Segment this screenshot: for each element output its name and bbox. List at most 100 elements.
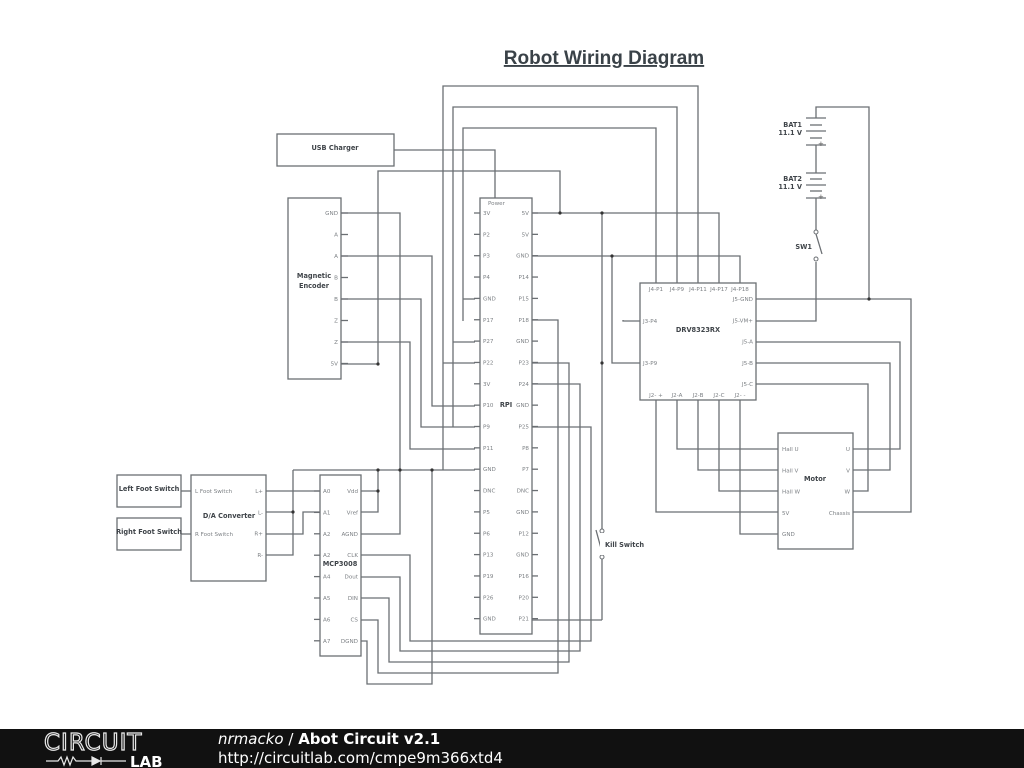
rpi-pin-right: P20 — [519, 595, 530, 601]
wire-dac-rminus — [266, 470, 294, 556]
right-foot-switch-label: Right Foot Switch — [116, 528, 182, 536]
rpi-pin-left: P26 — [483, 595, 494, 601]
mcp-pin-left: A0 — [323, 489, 331, 495]
circuitlab-logo[interactable]: CIRCUIT LAB — [44, 729, 184, 768]
motor-pin-right: W — [844, 490, 850, 496]
rpi-pin-right: P14 — [519, 275, 530, 281]
wire-mcp-clk — [360, 426, 592, 642]
rpi-label: RPI — [500, 401, 512, 409]
rpi-power-label: Power — [488, 201, 506, 207]
motor-pin-left: 5V — [782, 511, 790, 517]
circuit-url[interactable]: http://circuitlab.com/cmpe9m366xtd4 — [218, 749, 503, 767]
wire-gnd-j3p9 — [611, 256, 640, 364]
rpi-pin-left: P17 — [483, 318, 494, 324]
wire-enc-z — [315, 341, 475, 450]
wire-rpi-5v-bus — [532, 212, 720, 287]
battery-bat1[interactable]: + BAT1 11.1 V — [778, 117, 826, 148]
kill-switch[interactable]: Kill Switch — [595, 528, 644, 560]
rpi-pin-left: P11 — [483, 446, 494, 452]
rpi-pin-right: P23 — [519, 360, 530, 366]
wire-j3p4 — [622, 320, 640, 322]
mcp-pin-right: DGND — [341, 639, 358, 645]
encoder-pin: GND — [325, 211, 338, 217]
encoder-pin: B — [334, 297, 338, 303]
rpi-pin-right: P24 — [519, 382, 530, 388]
drv-pin-bottom: J2-C — [712, 393, 724, 399]
rpi-pin-right: 5V — [522, 211, 530, 217]
wire-enc-b — [315, 298, 475, 428]
wire-sw1-vm — [756, 262, 817, 322]
svg-text:+: + — [818, 193, 824, 201]
mcp-pin-left: A2 — [323, 553, 330, 559]
author-link[interactable]: nrmacko — [218, 730, 284, 748]
motor-pin-right: V — [846, 468, 850, 474]
mcp3008[interactable]: MCP3008 A0A1A2A2A4A5A6A7VddVrefAGNDCLKDo… — [314, 474, 362, 657]
wire-usb-power — [394, 149, 496, 198]
footer-info: nrmacko / Abot Circuit v2.1 http://circu… — [218, 730, 503, 768]
rpi-pin-left: P2 — [483, 232, 490, 238]
logo-circuit-text: CIRCUIT — [44, 730, 142, 756]
mcp-pin-left: A1 — [323, 510, 331, 516]
bat2-value: 11.1 V — [778, 183, 803, 191]
right-foot-switch[interactable]: Right Foot Switch — [116, 517, 182, 551]
mcp-pin-right: AGND — [341, 532, 358, 538]
resistor-icon — [46, 755, 92, 767]
rpi-pin-left: 3V — [483, 382, 491, 388]
mcp-pin-right: Dout — [345, 575, 359, 581]
rpi-pin-left: P4 — [483, 275, 490, 281]
rpi-pin-right: P25 — [519, 425, 530, 431]
rpi-pin-left: P22 — [483, 360, 494, 366]
battery-bat2[interactable]: + BAT2 11.1 V — [778, 172, 826, 201]
dac-pin-left: L Foot Switch — [195, 489, 233, 495]
rpi[interactable]: Power RPI 3VP2P3P4GNDP17P27P223VP10P9P11… — [474, 197, 538, 635]
rpi-pin-left: P27 — [483, 339, 494, 345]
usb-charger[interactable]: USB Charger — [276, 133, 395, 167]
mcp-pin-left: A5 — [323, 596, 331, 602]
rpi-pin-right: P15 — [519, 296, 530, 302]
junction-dot — [376, 362, 380, 366]
wire-j2-b — [697, 400, 778, 471]
schematic-canvas[interactable]: Robot Wiring Diagram — [0, 0, 1024, 729]
drv-pin-left: J3-P9 — [642, 361, 658, 367]
motor-pin-left: GND — [782, 532, 795, 538]
switch-sw1[interactable]: SW1 — [795, 229, 823, 262]
wire-mcp-dgnd — [360, 470, 433, 685]
rpi-pin-left: 3V — [483, 211, 491, 217]
left-foot-switch-label: Left Foot Switch — [119, 485, 180, 493]
encoder-pin: A — [334, 233, 338, 239]
wire-loop-2 — [452, 106, 678, 427]
rpi-pin-right: GND — [516, 510, 529, 516]
junction-dot — [291, 510, 295, 514]
bat1-label: BAT1 — [783, 121, 802, 129]
encoder-pin: 5V — [331, 362, 339, 368]
drv-pin-bottom: J2-B — [692, 393, 704, 399]
rpi-pin-left: GND — [483, 617, 496, 623]
motor-pin-right: U — [846, 447, 850, 453]
motor-pin-right: Chassis — [829, 511, 850, 517]
rpi-pin-right: GND — [516, 553, 529, 559]
left-foot-switch[interactable]: Left Foot Switch — [116, 474, 182, 508]
junction-dot — [610, 254, 614, 258]
encoder-pin: B — [334, 276, 338, 282]
rpi-pin-left: GND — [483, 296, 496, 302]
motor-pin-left: Hall U — [782, 447, 799, 453]
circuit-name[interactable]: Abot Circuit v2.1 — [298, 730, 441, 748]
junction-dot — [558, 211, 562, 215]
drv-pin-right: J5-GND — [732, 297, 753, 303]
diode-icon — [91, 756, 126, 766]
drv-pin-right: J5-C — [741, 382, 753, 388]
dac-pin-right: L- — [258, 510, 263, 516]
motor-pin-left: Hall V — [782, 468, 799, 474]
wire-j2-c — [718, 400, 778, 492]
mcp-pin-right: Vref — [347, 510, 359, 516]
mcp-pin-left: A6 — [323, 617, 331, 623]
wire-mcp-dout — [360, 383, 581, 652]
rpi-pin-left: P10 — [483, 403, 494, 409]
wire-dac-rplus — [266, 511, 320, 535]
wire-j2-minus — [739, 400, 778, 535]
dac-pin-right: R- — [257, 553, 263, 559]
